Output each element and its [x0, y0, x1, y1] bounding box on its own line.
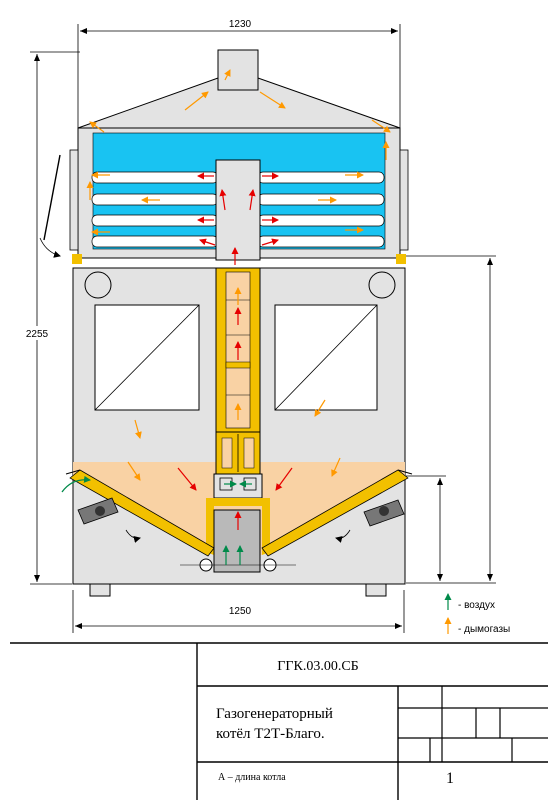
legend-air-label: - воздух [458, 600, 495, 611]
inclined-grates [65, 469, 413, 557]
left-door-panel [69, 149, 79, 251]
dimension-side-right [406, 255, 496, 584]
ash-box [213, 509, 261, 573]
fire-tube [91, 171, 219, 184]
fire-tube [91, 235, 219, 248]
central-flue-chamber [215, 159, 261, 261]
dimension-top-width: 1230 [77, 19, 401, 128]
right-door-panel [399, 149, 409, 251]
dimension-bottom-width-label: 1250 [229, 606, 252, 617]
sheet-number: 1 [446, 770, 454, 787]
drawing-title-line1: Газогенераторный [216, 706, 333, 722]
hot-gas-arrows [177, 172, 293, 530]
fire-tube [257, 171, 385, 184]
combustion-nozzle [180, 473, 296, 573]
air-arrows [61, 475, 252, 565]
title-block: ГГК.03.00.СБ Газогенераторный котёл Т2Т-… [10, 642, 548, 800]
drawing-note: А – длина котла [218, 772, 286, 783]
drawing-code: ГГК.03.00.СБ [277, 659, 358, 674]
legend-flue-gas-label: - дымогазы [458, 624, 510, 635]
dimension-height-label: 2255 [26, 329, 49, 340]
heat-exchanger [39, 127, 409, 264]
fuel-bed-zone [73, 462, 405, 555]
roller-right [368, 271, 396, 299]
roller-left [84, 271, 112, 299]
drawing-title-line2: котёл Т2Т-Благо. [216, 726, 325, 742]
flue-gas-arrows [86, 69, 391, 481]
dimension-height: 2255 [24, 51, 80, 585]
dimension-top-width-label: 1230 [229, 19, 252, 30]
dimension-bottom-width: 1250 [72, 590, 405, 633]
foot-right [365, 583, 387, 597]
grate-motion-arrows [125, 529, 351, 543]
fire-tube [257, 235, 385, 248]
foot-left [89, 583, 111, 597]
legend: - воздух - дымогазы [444, 593, 510, 635]
chimney [217, 49, 259, 91]
